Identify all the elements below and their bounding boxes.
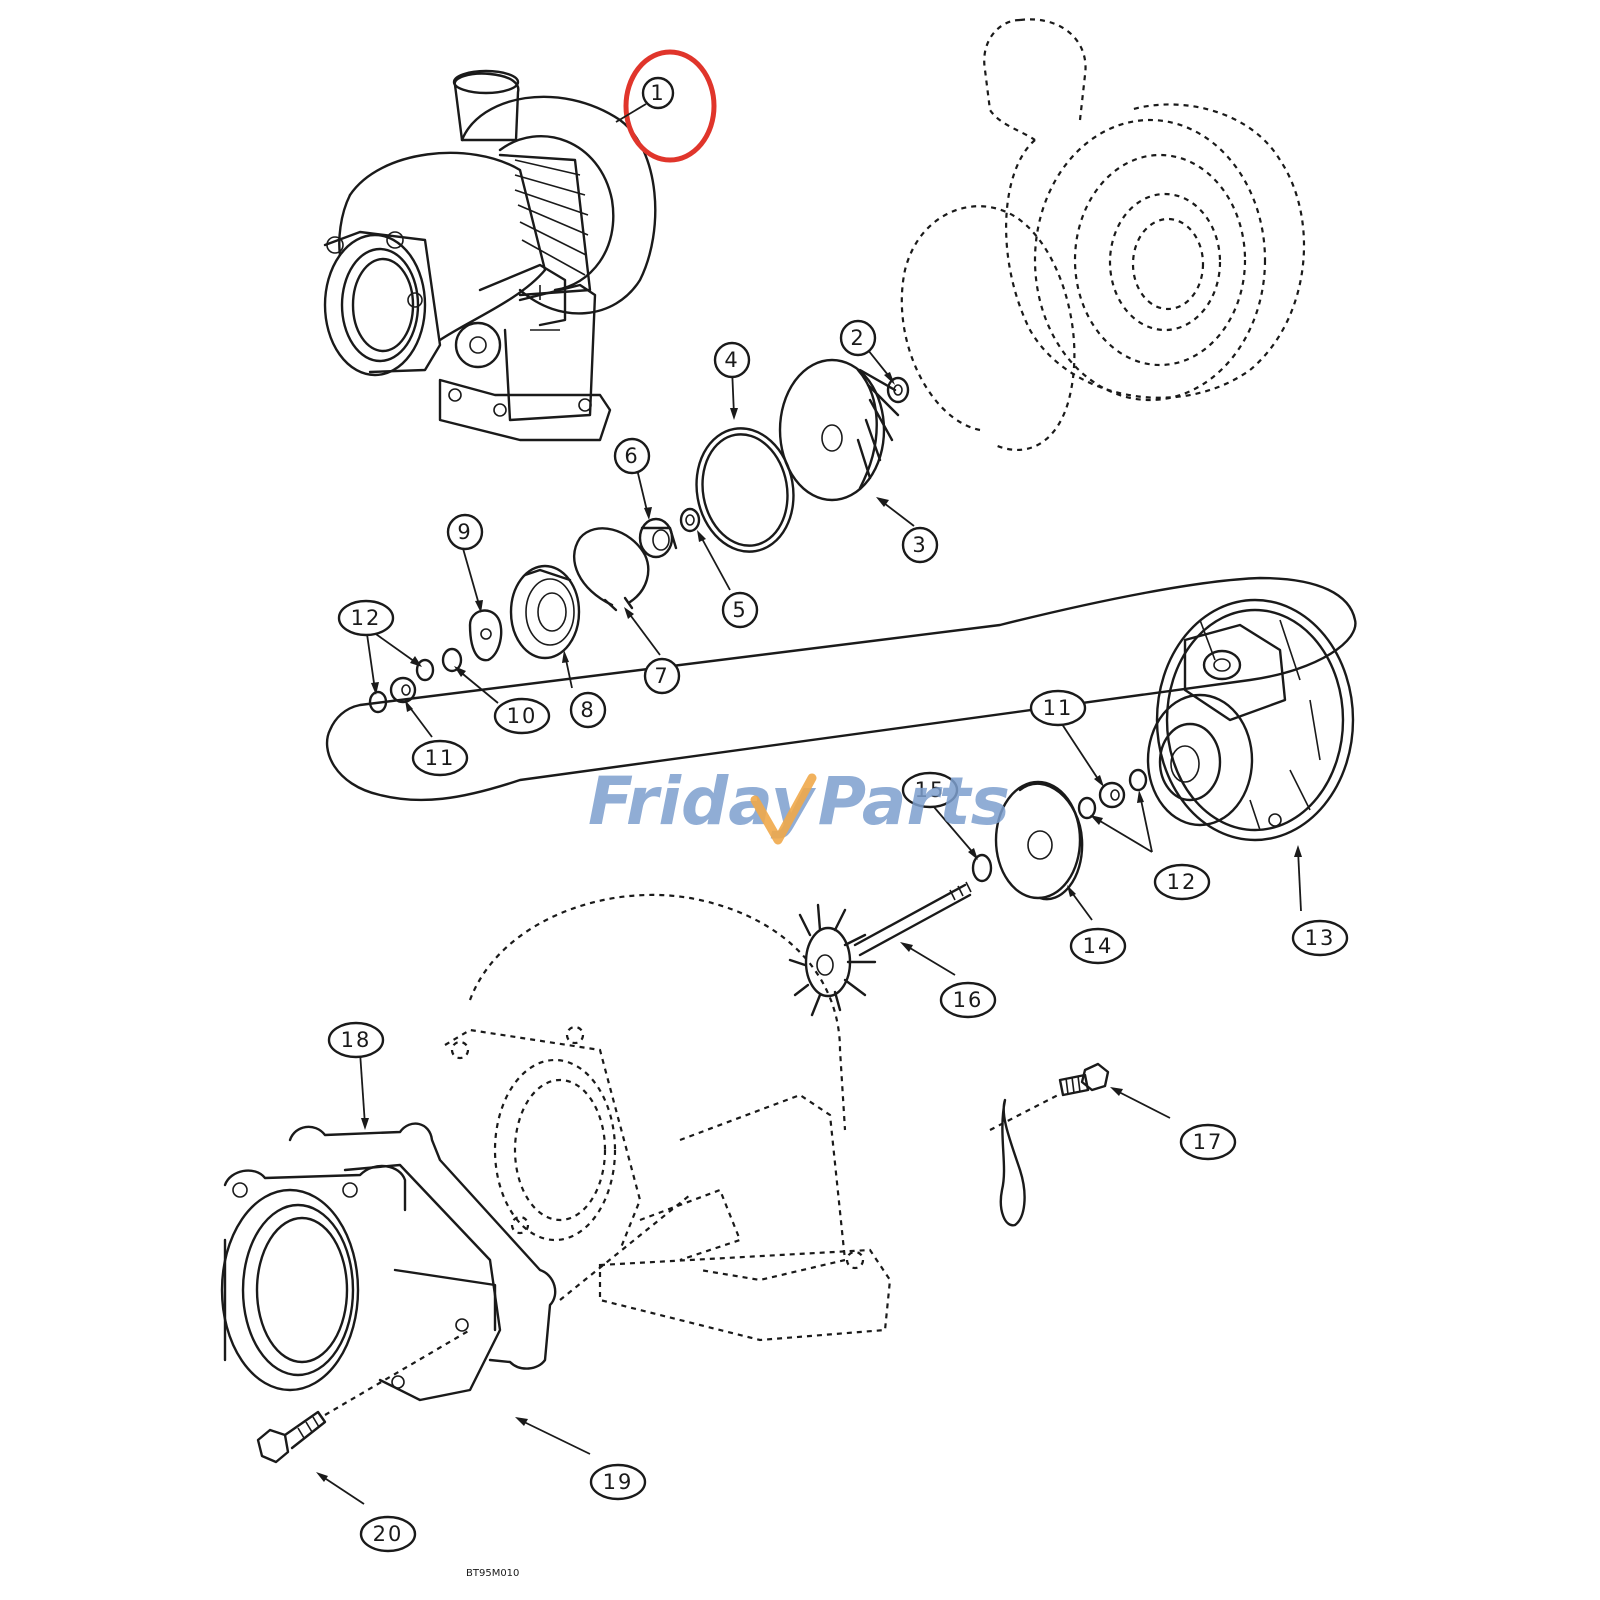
part-sleeve: [638, 517, 678, 559]
callout-label-18: 18: [341, 1028, 372, 1052]
callout-13: 13: [1291, 919, 1349, 957]
callout-12-left: 12: [337, 599, 395, 637]
callout-7: 7: [643, 657, 681, 695]
part-bolt-17: [1058, 1062, 1110, 1097]
part-gasket: [288, 1122, 557, 1370]
callout-2: 2: [839, 319, 877, 357]
part-compressor-wheel: [778, 358, 900, 502]
callout-label-17: 17: [1193, 1130, 1224, 1154]
watermark-brand-second: Parts: [818, 763, 1010, 840]
callout-label-8: 8: [580, 698, 595, 722]
callouts: 1 2 3 4 5 6 7 8 9 10 11 11 12 12 13 14 1…: [327, 76, 1349, 1553]
callout-label-6: 6: [624, 444, 639, 468]
compressor-housing-outline: [983, 18, 1306, 402]
part-seal-ring-small: [679, 507, 701, 533]
callout-label-7: 7: [654, 664, 669, 688]
callout-6: 6: [613, 437, 651, 475]
part-bearing-housing: [1146, 598, 1355, 842]
part-snap-ring-right-outer: [1077, 796, 1097, 820]
callout-label-19: 19: [603, 1470, 634, 1494]
callout-10: 10: [493, 697, 551, 735]
callout-label-4: 4: [724, 348, 739, 372]
part-bolt-20: [256, 1410, 327, 1464]
part-bracket: [999, 1098, 1026, 1227]
part-journal-bearing-upper: [389, 676, 417, 704]
part-turbine-shaft: [788, 881, 972, 1017]
drawing-code: BT95M010: [466, 1568, 519, 1579]
callout-9: 9: [446, 513, 484, 551]
callout-19: 19: [589, 1463, 647, 1501]
watermark-brand-main: Friday: [588, 763, 817, 840]
callout-label-15: 15: [915, 778, 946, 802]
callout-label-12-left: 12: [351, 606, 382, 630]
callout-12-right: 12: [1153, 863, 1211, 901]
callout-label-3: 3: [912, 533, 927, 557]
callout-11-left: 11: [411, 739, 469, 777]
part-thrust-plate: [509, 564, 581, 660]
callout-label-9: 9: [457, 520, 472, 544]
part-heat-shield: [994, 780, 1084, 901]
highlight-ring: [623, 49, 717, 163]
callout-16: 16: [939, 981, 997, 1019]
callout-label-20: 20: [373, 1522, 404, 1546]
callout-label-1: 1: [650, 81, 665, 105]
callout-4: 4: [713, 341, 751, 379]
callout-11-right: 11: [1029, 689, 1087, 727]
part-nut: [886, 376, 910, 404]
watermark: FridayParts: [588, 763, 1010, 845]
part-thrust-bearing: [468, 609, 503, 662]
callout-label-11-left: 11: [425, 746, 456, 770]
callout-14: 14: [1069, 927, 1127, 965]
callout-label-5: 5: [732, 598, 747, 622]
part-o-ring-large: [695, 427, 795, 553]
callout-18: 18: [327, 1021, 385, 1059]
callout-label-16: 16: [953, 988, 984, 1012]
callout-20: 20: [359, 1515, 417, 1553]
watermark-text: FridayParts: [588, 763, 1010, 840]
part-retaining-ring: [573, 527, 650, 607]
snap-ring-outline: [900, 205, 1076, 451]
group-outline: [325, 576, 1357, 802]
part-journal-bearing-lower: [1098, 781, 1126, 809]
watermark-swoosh: [750, 773, 817, 845]
callout-8: 8: [569, 691, 607, 729]
callout-label-11-right: 11: [1043, 696, 1074, 720]
part-piston-ring: [971, 853, 993, 883]
callout-15: 15: [901, 771, 959, 809]
callout-label-10: 10: [507, 704, 538, 728]
part-spacer-ring: [441, 647, 463, 673]
turbine-housing-outline: [444, 893, 892, 1342]
part-snap-ring-upper: [415, 658, 435, 682]
callout-label-14: 14: [1083, 934, 1114, 958]
part-snap-ring-right-inner: [1128, 768, 1148, 792]
part-outlet-flange: [220, 1163, 502, 1402]
callout-17: 17: [1179, 1123, 1237, 1161]
callout-label-2: 2: [850, 326, 865, 350]
leader-lines: [316, 103, 1302, 1505]
callout-label-12-right: 12: [1167, 870, 1198, 894]
callout-3: 3: [901, 526, 939, 564]
callout-1: 1: [641, 76, 675, 110]
turbocharger-assembly: [323, 69, 657, 442]
callout-label-13: 13: [1305, 926, 1336, 950]
callout-5: 5: [721, 591, 759, 629]
